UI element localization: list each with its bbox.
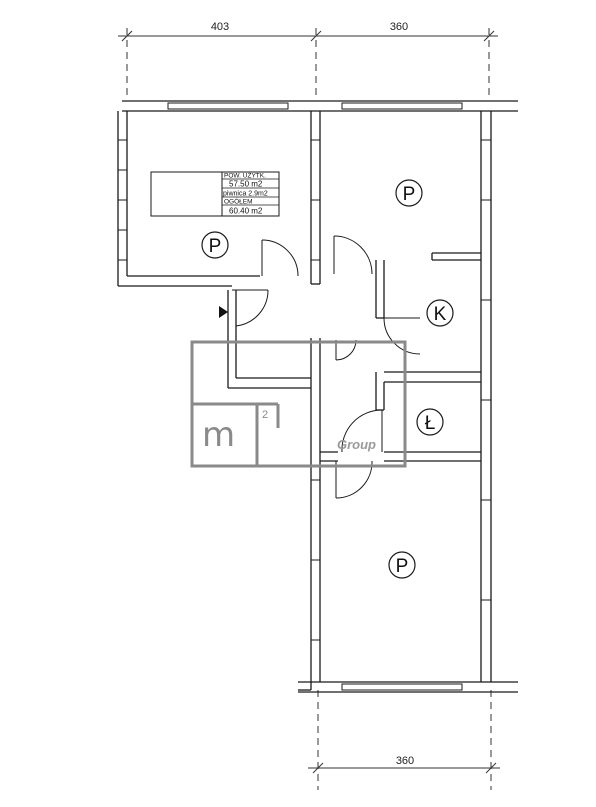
area-usable-label: POW. UŻYTK.: [224, 171, 266, 180]
dimension-top-left: 403: [211, 21, 229, 33]
watermark-superscript: 2: [262, 409, 268, 421]
room-label-left: P: [201, 231, 229, 259]
room-label-kitchen: K: [426, 299, 454, 327]
area-total-label: OGÓŁEM: [224, 197, 253, 206]
room-label-bottom: P: [388, 551, 416, 579]
svg-text:P: P: [403, 184, 416, 205]
dimension-lines: [118, 28, 500, 790]
watermark-logo: [190, 340, 407, 468]
walls: [117, 100, 518, 693]
area-usable-value: 57.50 m2: [229, 180, 263, 189]
svg-text:K: K: [434, 304, 447, 325]
entrance-arrow-icon: [219, 306, 228, 318]
dimension-top-right: 360: [390, 21, 408, 33]
area-total-value: 60.40 m2: [229, 207, 263, 216]
room-label-bathroom: Ł: [416, 408, 444, 436]
watermark-group: Group: [337, 437, 376, 452]
dimension-bottom: 360: [396, 755, 414, 767]
wall-hatching: [118, 139, 491, 641]
area-basement: piwnica 2.9m2: [223, 191, 268, 198]
room-label-top-right: P: [395, 179, 423, 207]
watermark-m: m: [202, 415, 235, 455]
area-table: POW. UŻYTK. 57.50 m2 piwnica 2.9m2 OGÓŁE…: [150, 171, 280, 217]
svg-text:P: P: [209, 236, 222, 257]
svg-text:P: P: [396, 556, 409, 577]
svg-text:Ł: Ł: [425, 413, 436, 434]
